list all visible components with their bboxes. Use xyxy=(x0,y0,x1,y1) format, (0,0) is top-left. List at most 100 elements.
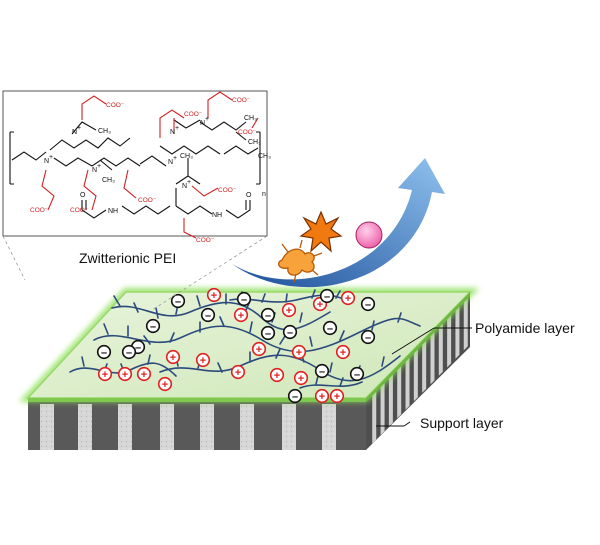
negative-charge: – xyxy=(314,363,330,379)
support-pore xyxy=(78,404,92,450)
positive-charge: + xyxy=(293,370,309,386)
svg-text:+: + xyxy=(298,373,304,385)
svg-text:–: – xyxy=(135,342,141,354)
foulant-protein-star xyxy=(299,210,343,253)
svg-text:+: + xyxy=(77,125,81,132)
svg-text:–: – xyxy=(150,321,156,333)
support-pore xyxy=(322,404,336,450)
support-side-pore xyxy=(422,340,427,393)
svg-text:–: – xyxy=(265,328,271,340)
negative-charge: – xyxy=(319,288,335,304)
svg-text:–: – xyxy=(175,296,181,308)
support-side-pore xyxy=(372,391,377,444)
surface-charges: +++++++++++++++++++––––––––––––––––– xyxy=(96,287,376,404)
layer-labels: Polyamide layer Support layer xyxy=(376,320,575,431)
negative-charge: – xyxy=(121,344,137,360)
svg-text:+: + xyxy=(296,347,302,359)
ammonium-nitrogen: N+ xyxy=(92,163,101,174)
carboxylate-group: COO⁻ xyxy=(30,207,49,214)
foulant-bacteria xyxy=(277,239,323,283)
positive-charge: + xyxy=(340,290,356,306)
svg-text:+: + xyxy=(211,290,217,302)
svg-text:+: + xyxy=(170,352,176,364)
ammonium-nitrogen: N+ xyxy=(182,179,191,190)
negative-charge: – xyxy=(287,388,303,404)
amide-oxygen: O xyxy=(80,192,86,199)
negative-charge: – xyxy=(236,291,252,307)
svg-text:+: + xyxy=(238,310,244,322)
positive-charge: + xyxy=(136,366,152,382)
negative-charge: – xyxy=(96,344,112,360)
support-side-pore xyxy=(388,374,393,427)
support-side-pore xyxy=(413,349,418,402)
svg-text:+: + xyxy=(256,344,262,356)
support-pore xyxy=(282,404,296,450)
svg-text:+: + xyxy=(141,369,147,381)
ammonium-nitrogen: N+ xyxy=(72,125,81,136)
positive-charge: + xyxy=(206,287,222,303)
svg-text:+: + xyxy=(340,347,346,359)
svg-text:+: + xyxy=(175,125,179,132)
negative-charge: – xyxy=(360,296,376,312)
methyl-group: CH₃ xyxy=(102,177,115,184)
svg-text:+: + xyxy=(49,154,53,161)
svg-text:N: N xyxy=(72,129,77,136)
repeat-subscript: n xyxy=(262,191,266,198)
positive-charge: + xyxy=(291,344,307,360)
svg-text:N: N xyxy=(44,158,49,165)
svg-text:–: – xyxy=(365,332,371,344)
carboxylate-group: COO⁻ xyxy=(196,237,215,244)
negative-charge: – xyxy=(200,307,216,323)
svg-text:–: – xyxy=(354,369,360,381)
methyl-group: CH₃ xyxy=(244,115,257,122)
support-pore xyxy=(240,404,254,450)
polyamide-layer-label: Polyamide layer xyxy=(475,320,575,336)
ammonium-nitrogen: N+ xyxy=(170,125,179,136)
positive-charge: + xyxy=(314,388,330,404)
negative-charge: – xyxy=(349,366,365,382)
support-side-pore xyxy=(380,383,385,436)
support-side-pore xyxy=(463,298,468,351)
svg-text:+: + xyxy=(122,369,128,381)
negative-charge: – xyxy=(282,324,298,340)
negative-charge: – xyxy=(322,320,338,336)
svg-text:N: N xyxy=(182,183,187,190)
svg-text:+: + xyxy=(200,355,206,367)
negative-charge: – xyxy=(170,293,186,309)
support-side-pore xyxy=(455,306,460,359)
svg-text:–: – xyxy=(265,310,271,322)
svg-text:–: – xyxy=(319,366,325,378)
support-side-pore xyxy=(405,357,410,410)
negative-charge: – xyxy=(260,325,276,341)
support-side-pores xyxy=(372,298,468,444)
svg-text:+: + xyxy=(317,299,323,311)
support-pore xyxy=(200,404,214,450)
svg-text:+: + xyxy=(319,391,325,403)
support-layer xyxy=(28,292,470,450)
positive-charge: + xyxy=(97,366,113,382)
svg-text:+: + xyxy=(274,370,280,382)
positive-charge: + xyxy=(281,302,297,318)
svg-text:+: + xyxy=(286,305,292,317)
positive-charge: + xyxy=(269,367,285,383)
negative-charge: – xyxy=(145,318,161,334)
positive-charge: + xyxy=(117,366,133,382)
svg-text:N: N xyxy=(200,120,205,127)
carboxylate-group: COO⁻ xyxy=(218,187,237,194)
svg-text:+: + xyxy=(205,116,209,123)
repulsion-arrow xyxy=(232,158,445,288)
positive-charge: + xyxy=(335,344,351,360)
svg-text:–: – xyxy=(327,323,333,335)
svg-text:+: + xyxy=(334,391,340,403)
positive-charge: + xyxy=(157,376,173,392)
svg-text:N: N xyxy=(168,159,173,166)
structure-caption: Zwitterionic PEI xyxy=(79,250,176,266)
polymer-chains xyxy=(69,289,421,389)
svg-text:+: + xyxy=(102,369,108,381)
foulant-sphere xyxy=(355,221,383,249)
amide-nh: NH xyxy=(212,212,222,219)
svg-text:–: – xyxy=(324,291,330,303)
svg-text:+: + xyxy=(162,379,168,391)
svg-text:–: – xyxy=(205,310,211,322)
